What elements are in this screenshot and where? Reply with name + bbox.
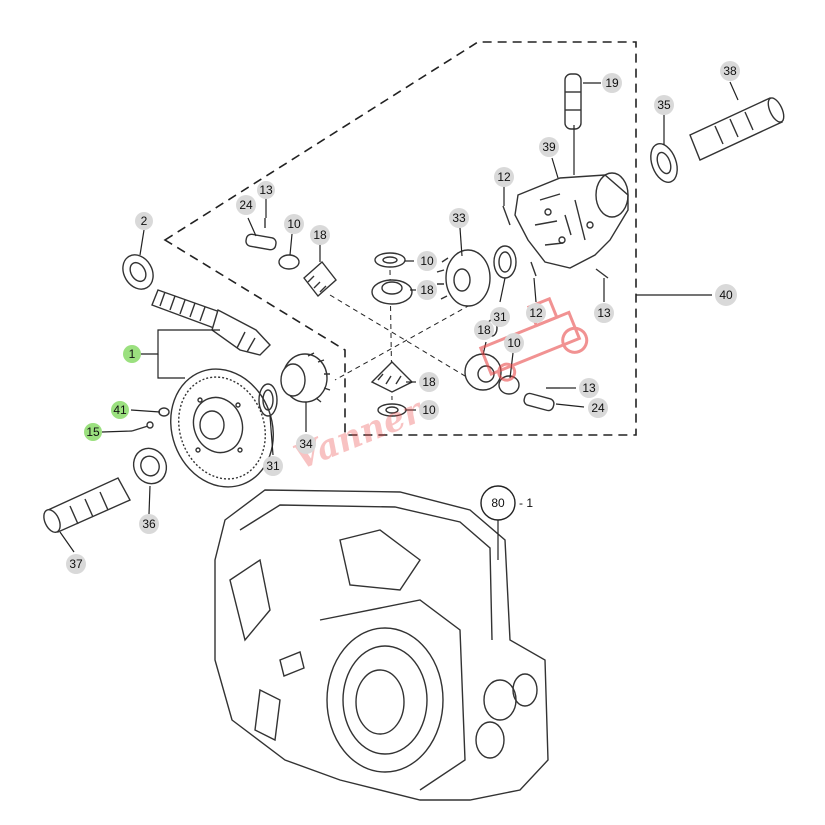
seal-35 xyxy=(650,143,678,183)
svg-text:34: 34 xyxy=(299,437,313,451)
svg-text:13: 13 xyxy=(597,306,611,320)
callout-38: 38 xyxy=(720,61,740,81)
pinion-gear-18-left xyxy=(303,260,337,298)
assembly-boundary xyxy=(163,41,637,436)
callout-1: 1 xyxy=(123,345,141,363)
svg-text:18: 18 xyxy=(420,283,434,297)
svg-text:18: 18 xyxy=(477,323,491,337)
svg-text:2: 2 xyxy=(141,214,148,228)
washer-10-b xyxy=(374,252,406,268)
callout-2: 2 xyxy=(135,212,153,230)
callout-15: 15 xyxy=(84,423,102,441)
callout-24-b: 24 xyxy=(588,398,608,418)
bevel-gear-34 xyxy=(280,352,331,403)
side-gear-33 xyxy=(436,249,491,307)
pinion-gear-18-top xyxy=(371,279,413,305)
svg-text:10: 10 xyxy=(422,403,436,417)
svg-text:Vanner: Vanner xyxy=(288,390,429,478)
svg-text:18: 18 xyxy=(313,228,327,242)
callout-35: 35 xyxy=(654,95,674,115)
svg-text:13: 13 xyxy=(259,183,273,197)
bearing-36 xyxy=(132,447,168,485)
watermark-logo: Vanner xyxy=(288,296,589,478)
svg-text:13: 13 xyxy=(582,381,596,395)
svg-text:31: 31 xyxy=(493,310,507,324)
bolt-15 xyxy=(131,421,154,432)
svg-text:10: 10 xyxy=(287,217,301,231)
thrust-washer-31-lower xyxy=(258,383,278,417)
washer-10-a xyxy=(278,254,300,270)
callout-10-d: 10 xyxy=(419,400,439,420)
bevel-pinion-shaft xyxy=(151,289,271,356)
callout-18-b: 18 xyxy=(417,280,437,300)
callout-31-b: 31 xyxy=(263,456,283,476)
svg-text:1: 1 xyxy=(129,347,136,361)
svg-text:33: 33 xyxy=(452,211,466,225)
svg-text:31: 31 xyxy=(266,459,280,473)
axle-shaft-37 xyxy=(43,477,131,533)
callout-19: 19 xyxy=(602,73,622,93)
svg-text:19: 19 xyxy=(605,76,619,90)
seal-2 xyxy=(122,254,154,290)
svg-text:37: 37 xyxy=(69,557,83,571)
svg-text:18: 18 xyxy=(422,375,436,389)
callout-10-c: 10 xyxy=(504,333,524,353)
callout-13-c: 13 xyxy=(579,378,599,398)
callout-33: 33 xyxy=(449,208,469,228)
pinion-gear-18-bottom xyxy=(370,361,414,393)
callout-18-a: 18 xyxy=(310,225,330,245)
callout-37: 37 xyxy=(66,554,86,574)
svg-text:24: 24 xyxy=(591,401,605,415)
svg-text:- 1: - 1 xyxy=(519,496,533,510)
svg-text:10: 10 xyxy=(507,336,521,350)
callout-13-b: 13 xyxy=(594,303,614,323)
svg-text:80: 80 xyxy=(491,496,505,510)
svg-text:39: 39 xyxy=(542,140,556,154)
callout-31-a: 31 xyxy=(490,307,510,327)
thrust-washer-31-upper xyxy=(493,245,517,279)
washer-41 xyxy=(158,407,170,417)
svg-text:40: 40 xyxy=(719,288,733,302)
differential-case-39 xyxy=(514,172,629,269)
svg-text:12: 12 xyxy=(497,170,511,184)
svg-text:24: 24 xyxy=(239,198,253,212)
callout-12-a: 12 xyxy=(494,167,514,187)
shaft-19 xyxy=(564,73,582,130)
transmission-housing-80 xyxy=(214,489,549,801)
callout-40: 40 xyxy=(715,284,737,306)
callout-34: 34 xyxy=(296,434,316,454)
svg-text:12: 12 xyxy=(529,306,543,320)
callout-18-c: 18 xyxy=(474,320,494,340)
pin-24-right xyxy=(523,392,555,412)
callout-24-a: 24 xyxy=(236,195,256,215)
leader-lines xyxy=(59,81,739,560)
callout-41: 41 xyxy=(111,401,129,419)
pin-24-left xyxy=(245,233,277,251)
callout-10-b: 10 xyxy=(417,251,437,271)
svg-text:10: 10 xyxy=(420,254,434,268)
callout-layer: 1 2 10 10 10 10 12 12 13 13 13 15 18 18 … xyxy=(66,61,740,574)
callout-10-a: 10 xyxy=(284,214,304,234)
ring-gear xyxy=(170,368,274,488)
callout-18-d: 18 xyxy=(419,372,439,392)
svg-text:38: 38 xyxy=(723,64,737,78)
callout-39: 39 xyxy=(539,137,559,157)
svg-text:41: 41 xyxy=(113,403,127,417)
callout-36: 36 xyxy=(139,514,159,534)
axle-shaft-38 xyxy=(689,97,785,161)
svg-text:36: 36 xyxy=(142,517,156,531)
svg-text:15: 15 xyxy=(86,425,100,439)
callout-12-b: 12 xyxy=(526,303,546,323)
svg-text:35: 35 xyxy=(657,98,671,112)
callout-13-a: 13 xyxy=(257,181,275,199)
callout-80: 80 - 1 xyxy=(480,485,533,521)
